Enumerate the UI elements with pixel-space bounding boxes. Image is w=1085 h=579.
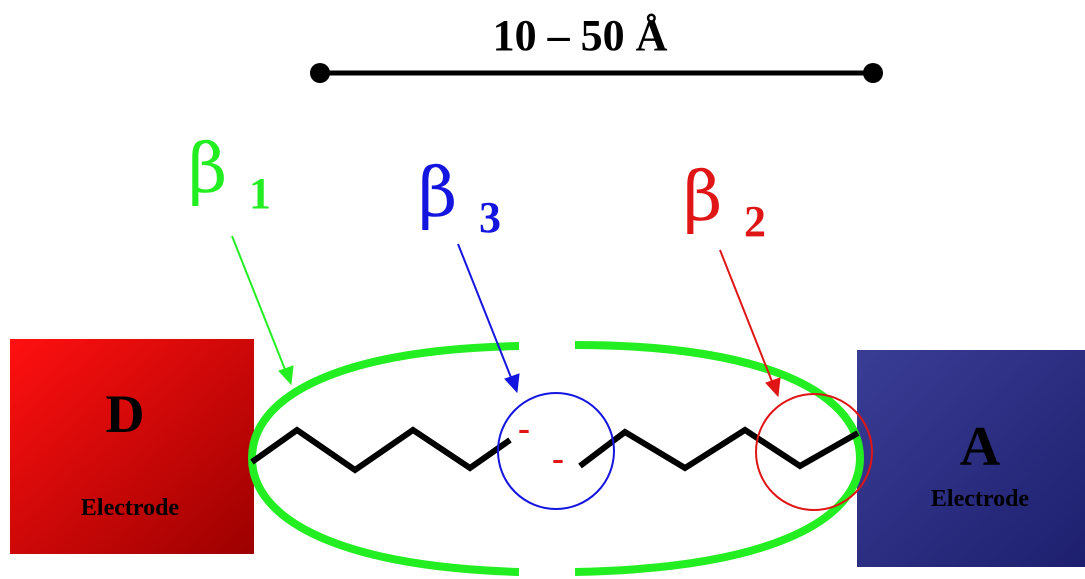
donor-caption: Electrode [81,495,180,521]
beta1-ellipse-right-arc [574,341,865,576]
beta3-subscript: 3 [479,193,501,242]
beta1-arrow [231,235,294,386]
acceptor-electrode-block [857,350,1085,567]
donor-letter: D [106,384,145,444]
beta2-arrow-shaft [719,249,774,385]
molecular-chain [250,426,860,474]
distance-label: 10 – 50 Å [493,11,668,60]
beta3-arrow [457,243,520,394]
donor-electrode-block [10,339,254,554]
acceptor-electrode: A Electrode [857,350,1085,567]
beta2-arrow-head [765,377,781,398]
svg-text:β 1: β 1 [188,130,271,218]
beta2-arrow [719,249,781,398]
beta1-symbol: β [188,130,227,209]
beta2-subscript: 2 [744,197,766,246]
chain-left [250,426,512,474]
charge-upper: - [518,408,530,448]
charge-lower: - [552,438,564,478]
beta2-label: β 2 [683,158,766,246]
beta3-circle [497,392,615,510]
donor-electrode: D Electrode [10,339,254,554]
beta1-ellipse [247,341,865,576]
scale-bar-right-end [863,63,883,83]
beta3-arrow-shaft [457,243,513,381]
beta1-arrow-shaft [231,235,287,373]
beta2-symbol: β [683,158,722,237]
beta2-circle [755,393,873,511]
acceptor-caption: Electrode [931,486,1030,512]
beta1-arrow-head [278,365,294,386]
beta1-label: β 1 [188,130,271,218]
distance-scale: 10 – 50 Å [310,11,883,83]
beta3-arrow-head [504,373,520,394]
charges: - - [518,408,564,478]
chain-right [578,426,860,472]
acceptor-letter: A [960,416,1001,478]
beta3-label: β 3 [418,154,501,242]
beta3-symbol: β [418,154,457,233]
beta1-ellipse-left-arc [247,342,520,576]
svg-text:β 3: β 3 [418,154,501,242]
beta1-subscript: 1 [249,169,271,218]
scale-bar-left-end [310,63,330,83]
svg-text:β 2: β 2 [683,158,766,246]
